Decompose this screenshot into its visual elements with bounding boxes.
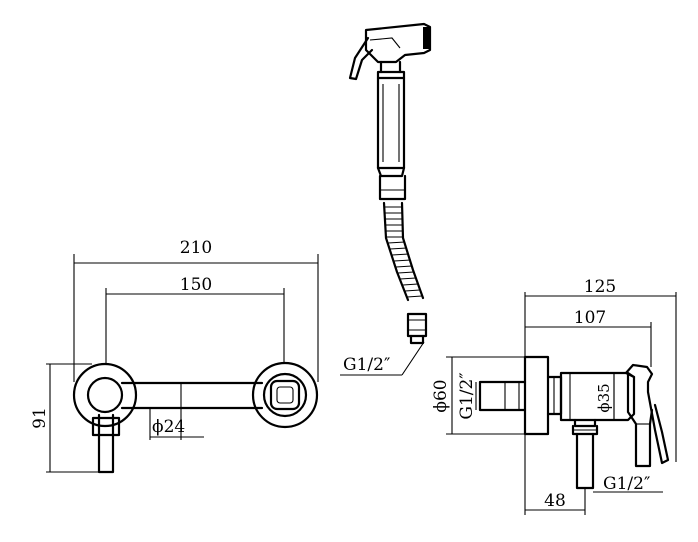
- dim-phi60-label: ϕ60: [431, 379, 451, 412]
- dim-outlet-thread-label: G1/2″: [603, 474, 650, 494]
- dim-210: 210: [73, 238, 319, 382]
- side-view: 125 107 ϕ60 G1/2″ ϕ35 48: [431, 277, 677, 515]
- hand-shower-holder: [269, 379, 301, 411]
- dim-phi35: ϕ35: [595, 373, 615, 420]
- hose-nut: [406, 312, 428, 338]
- wall-plate: [523, 355, 550, 436]
- dim-48-label: 48: [544, 491, 566, 511]
- right-escutcheon: [251, 361, 319, 429]
- holder-slot: [276, 386, 294, 404]
- front-lever: [97, 413, 115, 474]
- dim-107: 107: [525, 308, 652, 367]
- left-hub: [86, 376, 124, 414]
- left-escutcheon: [72, 362, 138, 428]
- dim-phi24: ϕ24: [149, 383, 204, 440]
- hand-shower: G1/2″: [340, 22, 432, 376]
- side-lever: [624, 363, 670, 465]
- handle-body: [376, 76, 406, 170]
- dim-150: 150: [105, 275, 285, 363]
- trigger: [348, 36, 374, 81]
- dim-hose-thread-label: G1/2″: [343, 355, 390, 375]
- dim-48: 48: [524, 434, 586, 515]
- nozzle-tip: [423, 27, 431, 49]
- hose-connector: [378, 174, 407, 201]
- bottom-outlet: [573, 418, 597, 428]
- dim-phi24-label: ϕ24: [152, 417, 185, 437]
- dim-150-label: 150: [180, 275, 212, 295]
- dim-125: 125: [524, 277, 677, 462]
- right-hub: [262, 372, 308, 418]
- dim-210-label: 210: [180, 238, 212, 258]
- body-tube: [120, 381, 264, 410]
- dim-phi60: ϕ60: [431, 356, 525, 435]
- hose-ribs: [384, 206, 423, 298]
- dim-125-label: 125: [584, 277, 616, 297]
- dim-wall-thread: G1/2″: [457, 372, 477, 419]
- dim-91-label: 91: [30, 407, 50, 429]
- dim-outlet-thread: G1/2″: [593, 474, 663, 494]
- dim-wall-thread-label: G1/2″: [457, 372, 477, 419]
- wall-connector: [478, 380, 527, 412]
- dim-phi35-label: ϕ35: [595, 383, 613, 412]
- dim-107-label: 107: [574, 308, 606, 328]
- front-view: 210 150 91 ϕ24: [30, 238, 319, 474]
- front-lever-collar: [91, 416, 121, 437]
- dim-hose-thread: G1/2″: [340, 341, 425, 376]
- spray-head: [364, 22, 432, 64]
- dim-91: 91: [30, 363, 100, 473]
